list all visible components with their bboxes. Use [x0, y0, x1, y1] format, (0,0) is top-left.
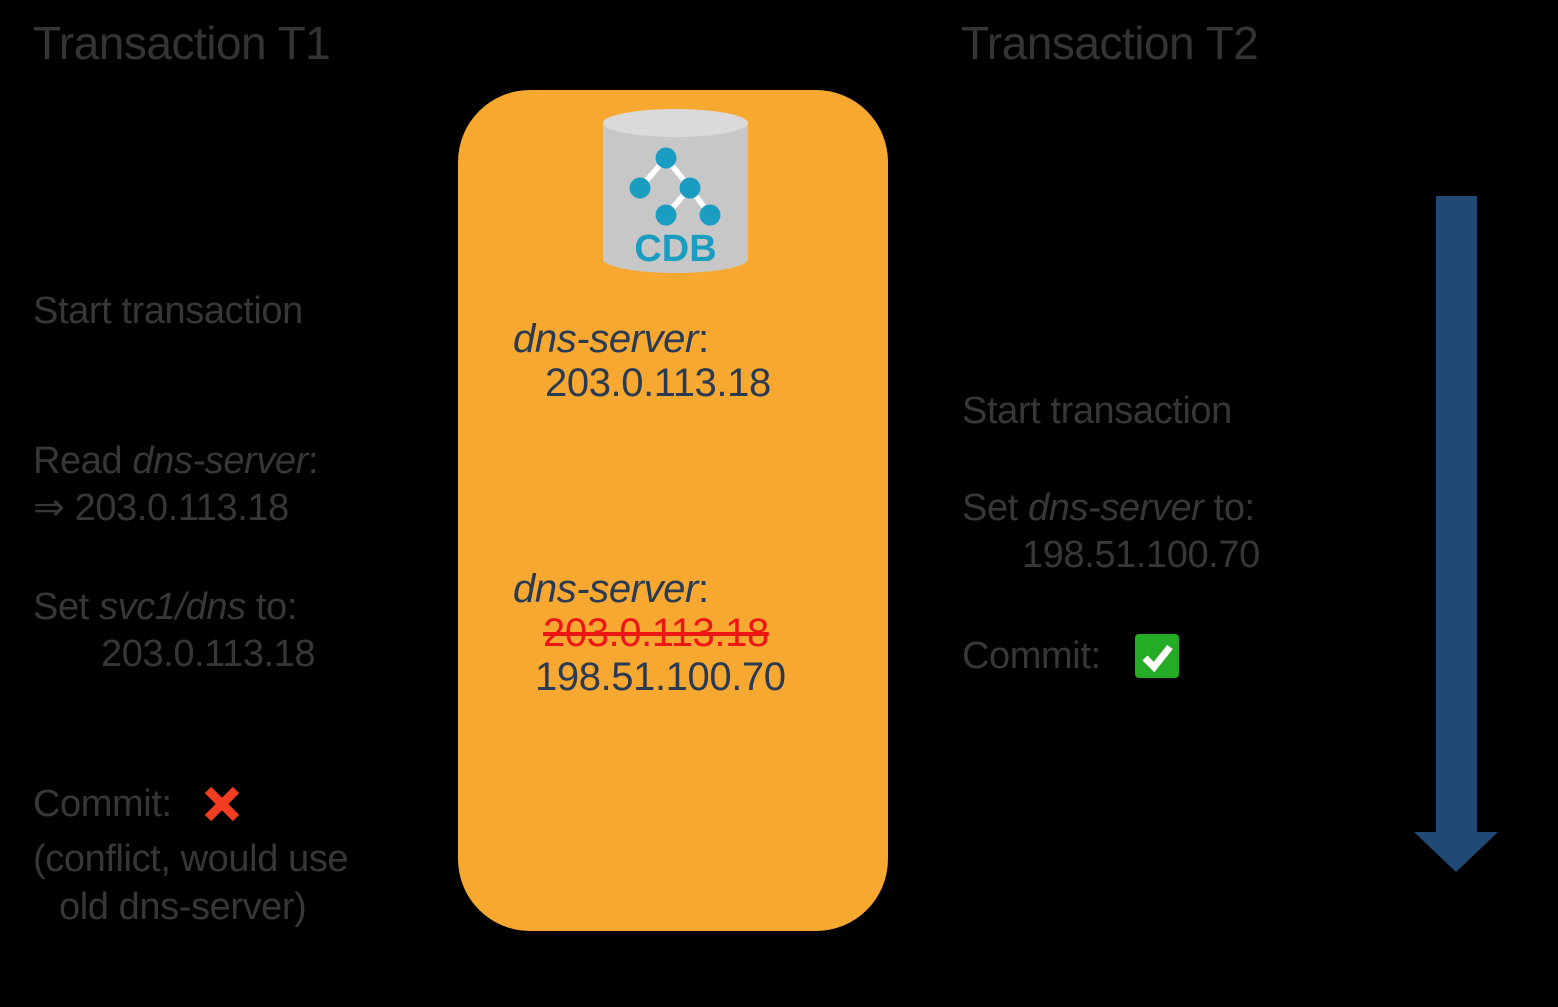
t2-commit-label: Commit: — [962, 634, 1101, 677]
cdb-label: CDB — [634, 228, 716, 270]
t2-start-transaction: Start transaction — [962, 390, 1232, 432]
cross-icon — [204, 786, 240, 822]
t1-commit-step: Commit: — [33, 780, 240, 828]
t1-conflict-line1: (conflict, would use — [33, 838, 349, 880]
transaction-t1-title: Transaction T1 — [33, 17, 331, 69]
t1-start-transaction: Start transaction — [33, 290, 303, 332]
cdb-new-value: 198.51.100.70 — [535, 655, 786, 699]
cdb-entry-before: dns-server: 203.0.113.18 — [513, 317, 771, 405]
database-icon: CDB — [603, 109, 748, 275]
t2-set-step: Set dns-server to: 198.51.100.70 — [962, 485, 1260, 579]
t1-read-step: Read dns-server: ⇒ 203.0.113.18 — [33, 438, 318, 532]
check-icon — [1134, 634, 1179, 678]
cdb-old-value: 203.0.113.18 — [543, 611, 769, 655]
t1-read-line: Read dns-server: — [33, 440, 319, 482]
cdb-key-after: dns-server: — [513, 567, 709, 611]
t2-commit-step: Commit: — [962, 630, 1179, 682]
cdb-entry-after: dns-server: 203.0.113.18 198.51.100.70 — [513, 567, 786, 699]
cdb-key-before: dns-server: — [513, 317, 709, 361]
t1-read-result: ⇒ 203.0.113.18 — [33, 487, 289, 529]
transaction-t2-title: Transaction T2 — [961, 17, 1259, 69]
t2-set-line: Set dns-server to: — [962, 487, 1255, 529]
t1-commit-label: Commit: — [33, 782, 172, 825]
t1-set-line: Set svc1/dns to: — [33, 586, 297, 628]
t2-set-value: 198.51.100.70 — [1022, 534, 1260, 576]
cdb-value-before: 203.0.113.18 — [545, 361, 771, 405]
timeline-down-arrow-icon — [1410, 190, 1502, 880]
t1-set-value: 203.0.113.18 — [101, 633, 316, 675]
t1-conflict-note: (conflict, would use old dns-server) — [33, 835, 349, 931]
t1-conflict-line2: old dns-server) — [59, 886, 307, 928]
t1-set-step: Set svc1/dns to: 203.0.113.18 — [33, 584, 316, 678]
cdb-container: CDB dns-server: 203.0.113.18 dns-server:… — [458, 90, 888, 931]
